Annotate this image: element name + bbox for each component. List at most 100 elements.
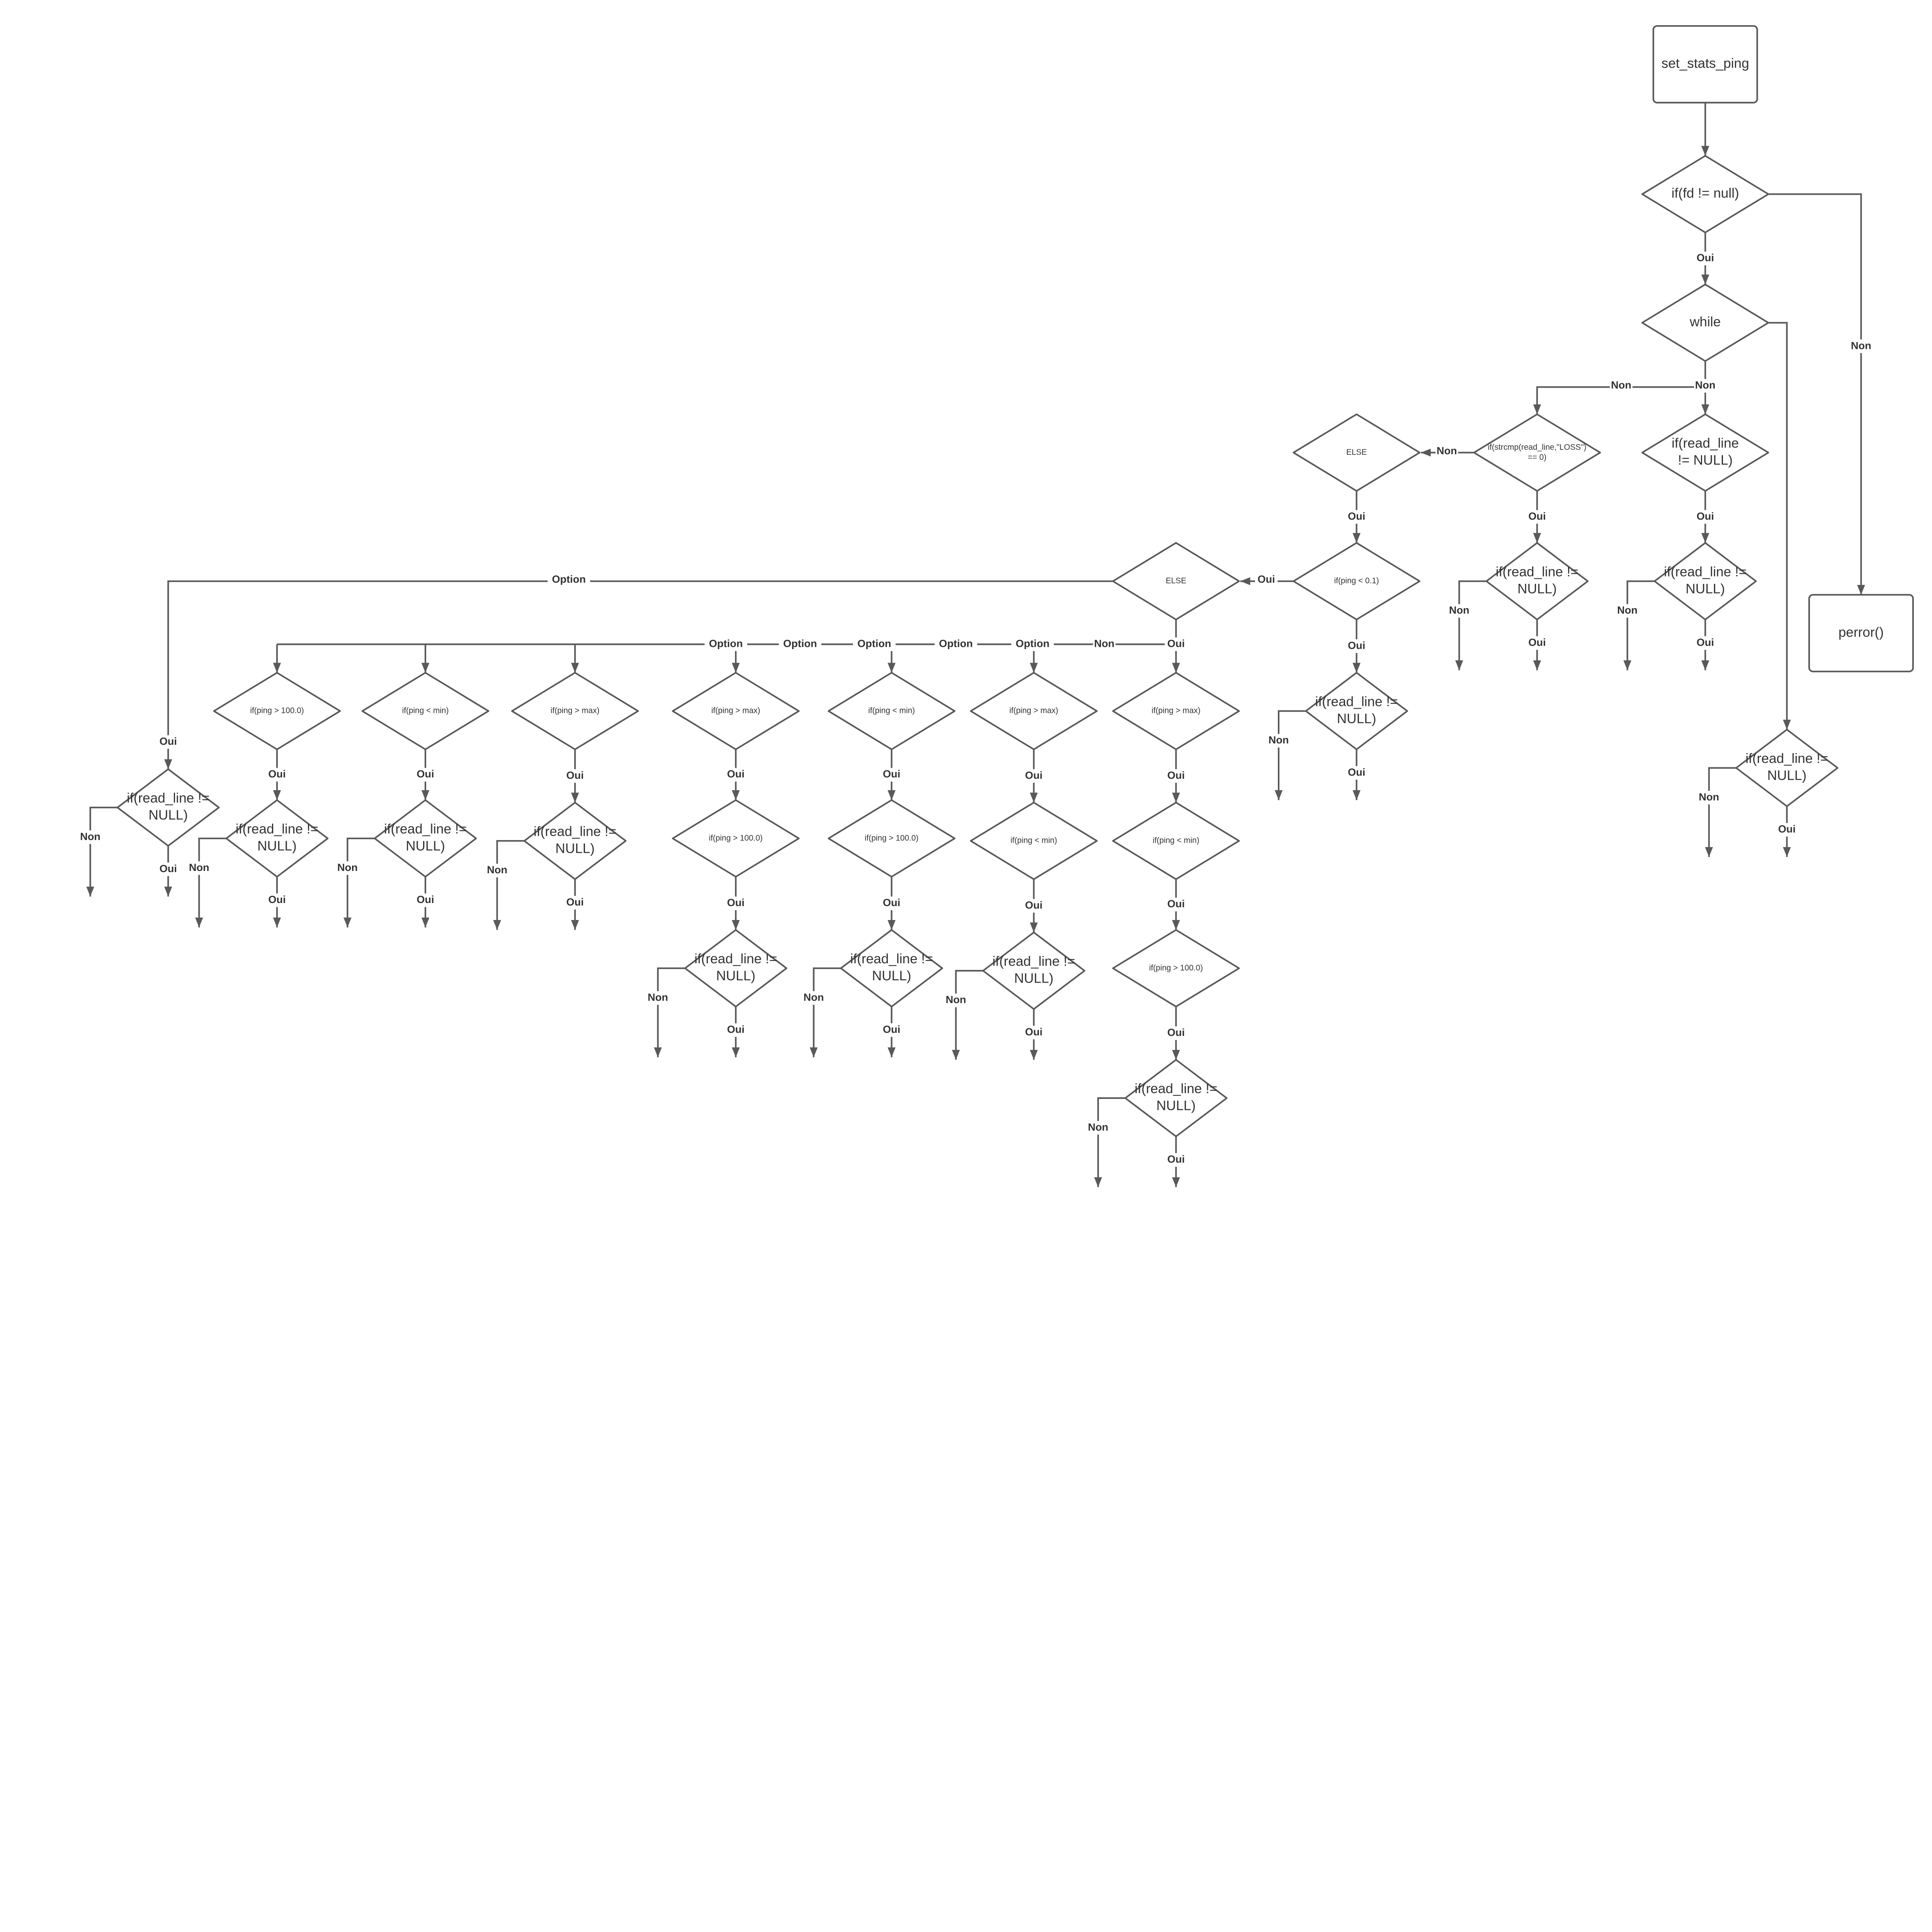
node-c7-gt100[interactable]: if(ping > 100.0) — [1112, 929, 1240, 1008]
node-label: ELSE — [1166, 577, 1186, 585]
edge-label-yes: Oui — [1345, 510, 1368, 524]
node-readline-a2[interactable]: if(read_line !=NULL) — [1653, 542, 1757, 621]
node-c2-rl[interactable]: if(read_line !=NULL) — [374, 799, 477, 878]
node-c7-rl[interactable]: if(read_line !=NULL) — [1124, 1059, 1228, 1138]
edge-label-yes: Oui — [880, 896, 903, 910]
node-label: NULL) — [555, 841, 595, 856]
decision-diamond — [361, 672, 490, 750]
connector — [952, 970, 983, 1060]
edge-label-option: Option — [704, 638, 747, 651]
svg-text:Option: Option — [709, 638, 743, 650]
node-strcmp-loss[interactable]: if(strcmp(read_line,"LOSS")== 0) — [1473, 413, 1601, 492]
node-c6-gtmax[interactable]: if(ping > max) — [970, 672, 1098, 750]
edge-label-yes: Oui — [265, 768, 288, 782]
arrowhead-icon — [1701, 660, 1709, 670]
node-label: NULL) — [872, 968, 912, 983]
node-start[interactable]: set_stats_ping — [1652, 25, 1758, 104]
decision-diamond — [1641, 413, 1769, 492]
svg-text:Oui: Oui — [268, 768, 286, 780]
svg-text:Non: Non — [1269, 734, 1289, 746]
svg-text:Oui: Oui — [727, 896, 745, 908]
edge-label-yes: Oui — [880, 1023, 903, 1037]
arrowhead-icon — [1240, 577, 1250, 585]
arrowhead-icon — [731, 790, 740, 800]
arrowhead-icon — [273, 917, 281, 928]
decision-diamond — [374, 799, 477, 878]
arrowhead-icon — [1533, 660, 1541, 670]
node-label: if(read_line != — [534, 824, 616, 839]
decision-diamond — [1641, 283, 1769, 362]
node-else-1[interactable]: ELSE — [1293, 413, 1421, 492]
node-label: if(ping > 100.0) — [865, 833, 918, 842]
node-c4-gt100[interactable]: if(ping > 100.0) — [672, 799, 800, 878]
node-while-loop[interactable]: while — [1641, 283, 1769, 362]
arrowhead-icon — [421, 663, 430, 673]
node-label: NULL) — [716, 968, 755, 983]
node-readline-e[interactable]: if(read_line !=NULL) — [116, 768, 220, 847]
node-c6-rl[interactable]: if(read_line !=NULL) — [982, 931, 1085, 1010]
node-c6-ltmin[interactable]: if(ping < min) — [970, 801, 1098, 880]
arrowhead-icon — [1623, 660, 1631, 670]
node-c3-rl[interactable]: if(read_line != NULL) — [523, 801, 627, 880]
decision-diamond — [1293, 542, 1421, 621]
edge-label-option: Option — [779, 638, 821, 651]
node-else-2[interactable]: ELSE — [1112, 542, 1240, 621]
node-c1-rl[interactable]: if(read_line !=NULL) — [225, 799, 329, 878]
node-c4-gtmax[interactable]: if(ping > max) — [672, 672, 800, 750]
edge-label-no: Non — [1435, 444, 1458, 458]
connector — [1455, 580, 1486, 670]
arrowhead-icon — [1783, 847, 1791, 857]
arrowhead-icon — [273, 663, 281, 673]
arrowhead-icon — [1030, 922, 1038, 933]
decision-diamond — [684, 929, 787, 1008]
arrowhead-icon — [1705, 847, 1713, 857]
node-readline-b[interactable]: if(read_line !=NULL) — [1485, 542, 1589, 621]
edge-label-yes: Oui — [1255, 573, 1278, 587]
arrowhead-icon — [1701, 404, 1709, 415]
node-label: if(read_line != — [694, 951, 777, 966]
svg-text:Non: Non — [1094, 638, 1114, 650]
edge-label-yes: Oui — [157, 735, 180, 749]
node-label: if(read_line != — [1745, 751, 1828, 766]
connector — [1533, 386, 1706, 415]
edge-label-yes: Oui — [1165, 638, 1187, 651]
node-c2-ltmin[interactable]: if(ping < min) — [361, 672, 490, 750]
arrowhead-icon — [1701, 274, 1709, 285]
connector — [1768, 193, 1865, 595]
node-c3-gtmax[interactable]: if(ping > max) — [511, 672, 639, 750]
arrowhead-icon — [1783, 719, 1791, 730]
node-c1-gt100[interactable]: if(ping > 100.0) — [213, 672, 341, 750]
arrowhead-icon — [731, 920, 740, 930]
node-label: if(read_line != — [850, 951, 933, 966]
node-c4-rl[interactable]: if(read_line != NULL) — [684, 929, 787, 1008]
node-c7-gtmax[interactable]: if(ping > max) — [1112, 672, 1240, 750]
node-readline-w[interactable]: if(read_line !=NULL) — [1735, 729, 1838, 807]
arrowhead-icon — [344, 917, 352, 928]
node-readline-c[interactable]: if(read_line !=NULL) — [1305, 672, 1408, 750]
svg-text:Oui: Oui — [1528, 510, 1546, 522]
node-c5-ltmin[interactable]: if(ping < min) — [828, 672, 956, 750]
edge-label-yes: Oui — [724, 1023, 747, 1037]
node-label: if(ping > 100.0) — [709, 833, 763, 842]
arrowhead-icon — [1857, 585, 1865, 595]
edge-label-yes: Oui — [157, 862, 180, 876]
edge-label-yes: Oui — [564, 769, 587, 783]
edge-label-option: Option — [548, 573, 590, 587]
node-c5-gt100[interactable]: if(ping > 100.0) — [828, 799, 956, 878]
node-readline-a[interactable]: if(read_line!= NULL) — [1641, 413, 1769, 492]
edge-label-no: Non — [1610, 379, 1633, 393]
edge-label-option: Option — [1011, 638, 1054, 651]
svg-text:Oui: Oui — [417, 893, 434, 905]
node-ping-lt-01[interactable]: if(ping < 0.1) — [1293, 542, 1421, 621]
svg-text:Oui: Oui — [1025, 1026, 1043, 1037]
arrowhead-icon — [421, 790, 430, 800]
edge-label-no: Non — [486, 864, 509, 878]
node-c7-ltmin[interactable]: if(ping < min) — [1112, 801, 1240, 880]
arrowhead-icon — [888, 920, 896, 930]
node-perror[interactable]: perror() — [1808, 594, 1914, 672]
arrowhead-icon — [810, 1047, 818, 1058]
node-c5-rl[interactable]: if(read_line != NULL) — [840, 929, 943, 1008]
node-fd-check[interactable]: if(fd != null) — [1641, 155, 1769, 233]
edge-label-no: Non — [1093, 638, 1116, 651]
node-label: if(read_line != — [127, 791, 209, 806]
